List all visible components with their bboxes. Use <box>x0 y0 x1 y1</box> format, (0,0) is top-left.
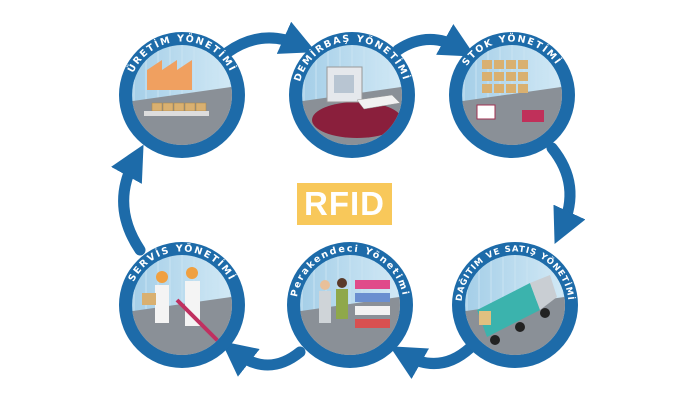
flow-arrow <box>111 144 146 256</box>
process-node: DAĞITIM VE SATIŞ YÖNETİMİ <box>452 242 578 368</box>
flow-arrow <box>222 21 317 58</box>
flow-arrow <box>546 142 586 244</box>
rfid-center-label: RFID <box>297 183 392 225</box>
process-node: DEMİRBAŞ YÖNETİMİ <box>289 32 415 158</box>
truck-icon <box>465 255 565 355</box>
flow-arrow <box>221 341 306 377</box>
flow-arrow <box>392 24 476 57</box>
process-node: SERVİS YÖNETİMİ <box>119 242 245 368</box>
process-node: ÜRETİM YÖNETİMİ <box>119 32 245 158</box>
process-node: STOK YÖNETİMİ <box>449 32 575 158</box>
flow-arrow <box>389 342 476 380</box>
flow-arrows <box>111 21 586 380</box>
process-node: Perakendeci Yönetimi <box>287 242 413 368</box>
